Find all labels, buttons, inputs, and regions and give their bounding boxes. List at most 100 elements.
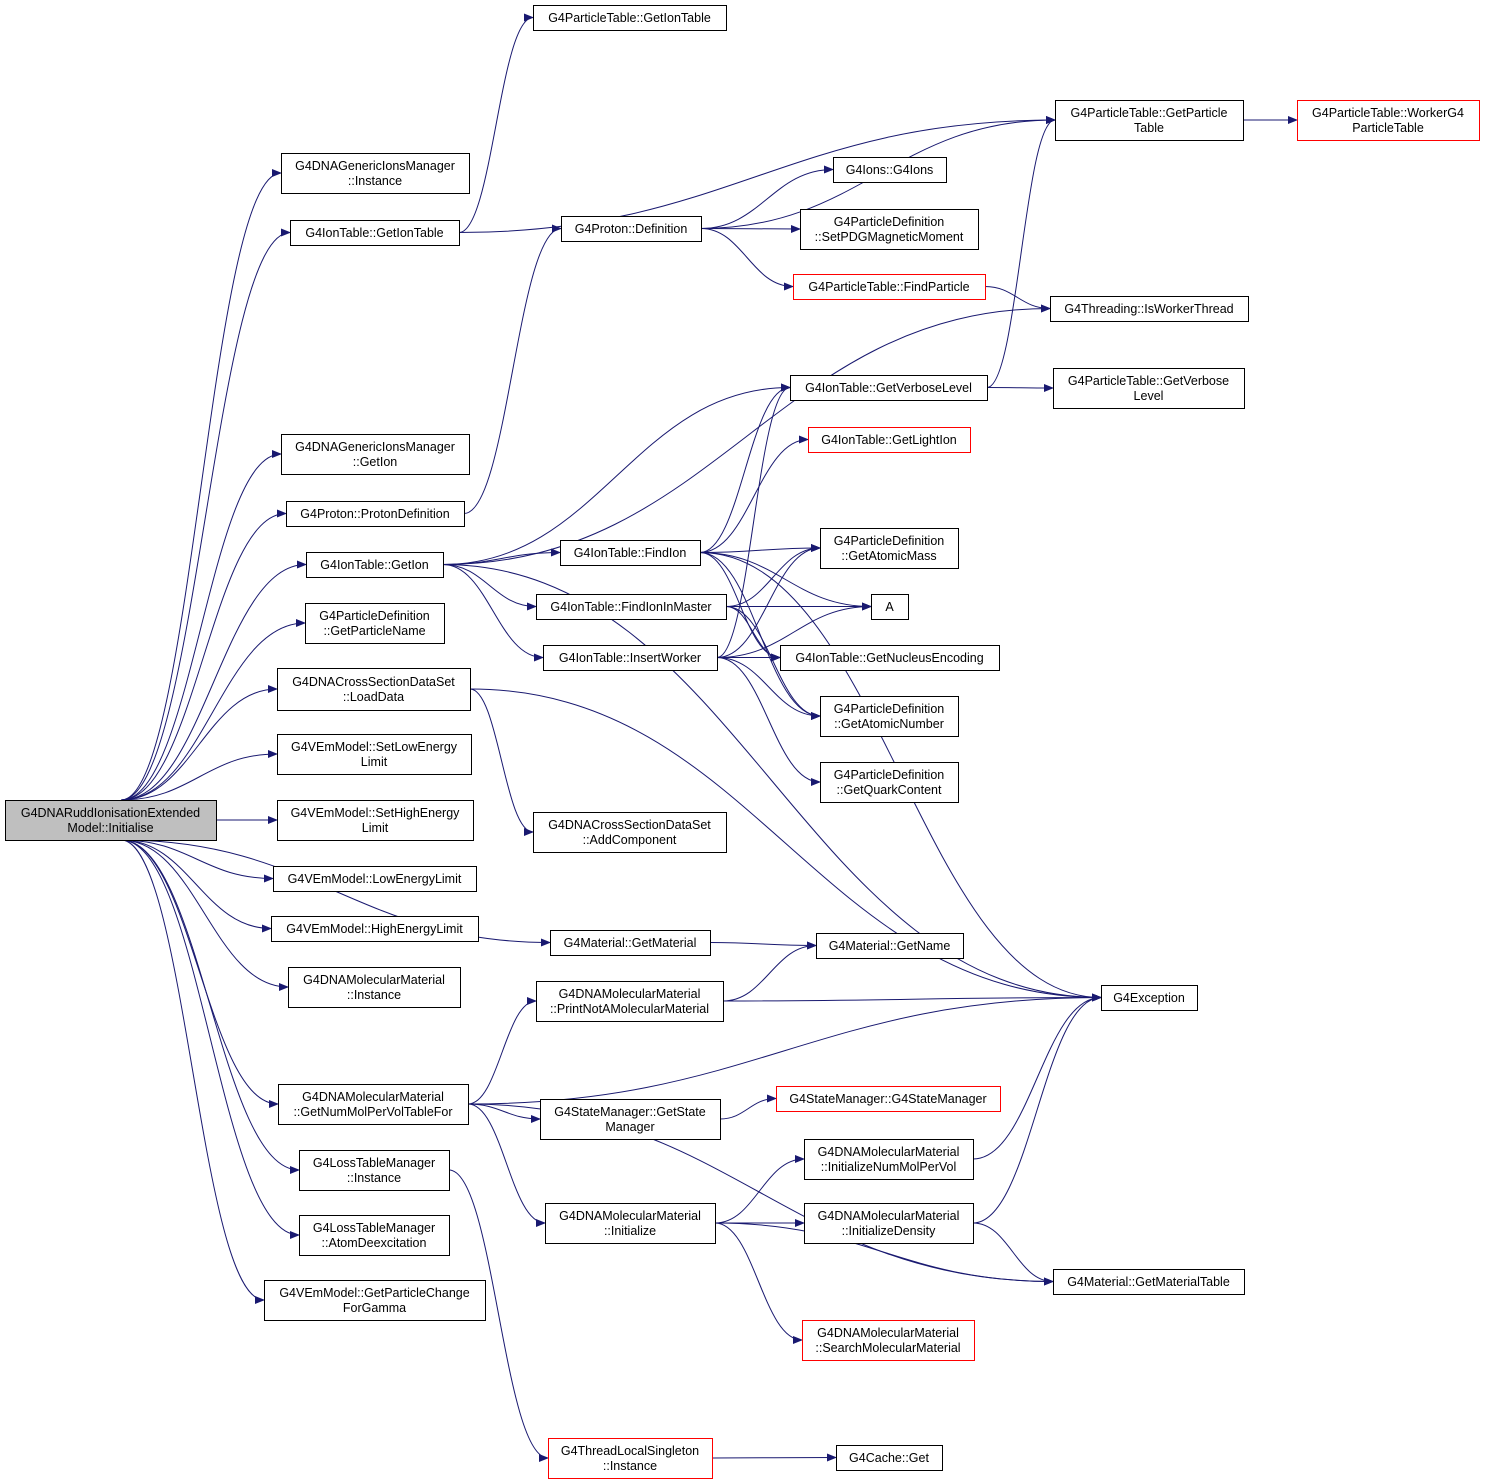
node-box xyxy=(286,501,465,527)
edge-root-to-cs-loaddata xyxy=(121,685,278,801)
node-gpt-findparticle[interactable]: G4ParticleTable::FindParticle xyxy=(793,274,986,300)
edge-proton-definition-to-gions-g4ions xyxy=(700,165,834,229)
node-label-line: Limit xyxy=(362,821,389,835)
node-iontable-getlightion[interactable]: G4IonTable::GetLightIon xyxy=(808,427,971,453)
node-threading-isworker[interactable]: G4Threading::IsWorkerThread xyxy=(1050,296,1249,322)
node-mm-initialize[interactable]: G4DNAMolecularMaterial::Initialize xyxy=(545,1203,716,1244)
node-mm-searchmol[interactable]: G4DNAMolecularMaterial::SearchMolecularM… xyxy=(802,1320,975,1361)
node-label-line: G4ParticleTable::FindParticle xyxy=(808,280,969,294)
node-gions-getion[interactable]: G4DNAGenericIonsManager::GetIon xyxy=(281,434,470,475)
node-box xyxy=(536,594,727,620)
node-vem-highlimit[interactable]: G4VEmModel::HighEnergyLimit xyxy=(271,916,479,942)
node-label-line: G4ParticleTable::WorkerG4 xyxy=(1312,106,1464,120)
node-box xyxy=(264,1280,486,1321)
edge-root-to-pd-getparticlename xyxy=(121,619,306,801)
node-label-line: ::GetParticleName xyxy=(323,624,425,638)
node-sm-ctor[interactable]: G4StateManager::G4StateManager xyxy=(776,1086,1001,1112)
node-label-line: G4Proton::Definition xyxy=(575,222,688,236)
edge-mm-getnummol-to-sm-getstate xyxy=(467,1103,541,1123)
node-gpt-getverbose[interactable]: G4ParticleTable::GetVerboseLevel xyxy=(1053,368,1245,409)
edge-cs-loaddata-to-g4exception xyxy=(469,688,1102,1002)
node-ltm-instance[interactable]: G4LossTableManager::Instance xyxy=(299,1150,450,1191)
node-iontable-getnucleusenc[interactable]: G4IonTable::GetNucleusEncoding xyxy=(780,645,1000,671)
edge-tls-instance-to-cache-get xyxy=(711,1453,837,1462)
node-proton-definition[interactable]: G4Proton::Definition xyxy=(561,216,702,242)
node-iontable-getverbose[interactable]: G4IonTable::GetVerboseLevel xyxy=(790,375,988,401)
node-label-line: G4IonTable::FindIonInMaster xyxy=(550,600,711,614)
node-label-line: ::LoadData xyxy=(343,690,404,704)
node-mm-initdensity[interactable]: G4DNAMolecularMaterial::InitializeDensit… xyxy=(804,1203,974,1244)
node-mat-getmaterial[interactable]: G4Material::GetMaterial xyxy=(550,930,711,956)
edge-iontable-findioninmaster-to-iontable-getnucleusenc xyxy=(725,606,781,662)
node-box xyxy=(1053,368,1245,409)
edge-iontable-getion-to-iontable-findioninmaster xyxy=(442,564,537,611)
node-mm-initnummol[interactable]: G4DNAMolecularMaterial::InitializeNumMol… xyxy=(804,1139,974,1180)
node-proton-protondef[interactable]: G4Proton::ProtonDefinition xyxy=(286,501,465,527)
node-label-line: A xyxy=(885,600,894,614)
edge-iontable-insertworker-to-pd-getatomicnumber xyxy=(716,657,821,720)
node-box xyxy=(1053,1269,1245,1295)
node-cs-addcomponent[interactable]: G4DNACrossSectionDataSet::AddComponent xyxy=(533,812,727,853)
node-label-line: ::GetAtomicNumber xyxy=(834,717,944,731)
node-label-line: G4Cache::Get xyxy=(849,1451,929,1465)
node-label-line: G4Threading::IsWorkerThread xyxy=(1064,302,1233,316)
node-mat-gettable[interactable]: G4Material::GetMaterialTable xyxy=(1053,1269,1245,1295)
node-gpt-getiontable[interactable]: G4ParticleTable::GetIonTable xyxy=(533,5,727,31)
edge-root-to-iontable-getion xyxy=(121,560,307,801)
node-cs-loaddata[interactable]: G4DNACrossSectionDataSet::LoadData xyxy=(277,668,471,711)
node-label-line: ::Instance xyxy=(348,174,402,188)
edge-mat-getmaterial-to-mat-getname xyxy=(709,941,817,950)
node-mm-instance[interactable]: G4DNAMolecularMaterial::Instance xyxy=(288,967,461,1008)
node-mm-getnummol[interactable]: G4DNAMolecularMaterial::GetNumMolPerVolT… xyxy=(278,1084,469,1125)
node-box xyxy=(780,645,1000,671)
edge-root-to-vem-setlow xyxy=(121,750,278,801)
node-label-line: ::PrintNotAMolecularMaterial xyxy=(550,1002,709,1016)
edge-root-to-vem-getpcgamma xyxy=(121,839,265,1304)
node-mat-getname[interactable]: G4Material::GetName xyxy=(816,933,964,959)
edge-mm-initialize-to-mm-searchmol xyxy=(714,1222,803,1344)
node-ltm-atomdeex[interactable]: G4LossTableManager::AtomDeexcitation xyxy=(299,1215,450,1256)
node-mm-printnot[interactable]: G4DNAMolecularMaterial::PrintNotAMolecul… xyxy=(536,981,724,1022)
node-iontable-findioninmaster[interactable]: G4IonTable::FindIonInMaster xyxy=(536,594,727,620)
node-box xyxy=(299,1215,450,1256)
node-tls-instance[interactable]: G4ThreadLocalSingleton::Instance xyxy=(548,1438,713,1479)
node-pd-getatomicnumber[interactable]: G4ParticleDefinition::GetAtomicNumber xyxy=(820,696,959,737)
node-iontable-insertworker[interactable]: G4IonTable::InsertWorker xyxy=(543,645,718,671)
node-pd-getparticlename[interactable]: G4ParticleDefinition::GetParticleName xyxy=(305,603,445,644)
node-g4exception[interactable]: G4Exception xyxy=(1101,985,1198,1011)
node-label-line: G4Material::GetName xyxy=(829,939,951,953)
node-box xyxy=(277,668,471,711)
node-box xyxy=(277,734,472,775)
edge-mm-printnot-to-g4exception xyxy=(722,993,1102,1002)
node-iontable-getiontable[interactable]: G4IonTable::GetIonTable xyxy=(290,220,460,246)
node-vem-lowlimit[interactable]: G4VEmModel::LowEnergyLimit xyxy=(273,866,477,892)
node-label-line: ::Instance xyxy=(347,1171,401,1185)
node-box xyxy=(278,1084,469,1125)
node-iontable-findion[interactable]: G4IonTable::FindIon xyxy=(560,540,701,566)
node-a-node[interactable]: A xyxy=(871,594,909,620)
node-pd-getquark[interactable]: G4ParticleDefinition::GetQuarkContent xyxy=(820,762,959,803)
node-pd-setpdgmm[interactable]: G4ParticleDefinition::SetPDGMagneticMome… xyxy=(800,209,979,250)
edge-mm-getnummol-to-mm-printnot xyxy=(467,997,537,1105)
edge-iontable-insertworker-to-pd-getatomicmass xyxy=(716,544,821,658)
node-iontable-getion[interactable]: G4IonTable::GetIon xyxy=(306,552,444,578)
node-pd-getatomicmass[interactable]: G4ParticleDefinition::GetAtomicMass xyxy=(820,528,959,569)
node-label-line: G4IonTable::GetIon xyxy=(320,558,428,572)
node-box xyxy=(306,552,444,578)
edge-iontable-getion-to-threading-isworker xyxy=(442,304,1051,565)
edge-iontable-getion-to-g4exception xyxy=(442,564,1102,1002)
node-gions-g4ions[interactable]: G4Ions::G4Ions xyxy=(833,157,947,183)
node-gions-instance[interactable]: G4DNAGenericIonsManager::Instance xyxy=(281,153,470,194)
node-root[interactable]: G4DNARuddIonisationExtendedModel::Initia… xyxy=(5,800,217,841)
edge-iontable-findion-to-pd-getatomicmass xyxy=(699,544,821,553)
node-label-line: Level xyxy=(1134,389,1164,403)
node-label-line: G4Material::GetMaterial xyxy=(564,936,697,950)
node-cache-get[interactable]: G4Cache::Get xyxy=(836,1445,943,1471)
edge-iontable-findion-to-iontable-getlightion xyxy=(699,435,809,553)
